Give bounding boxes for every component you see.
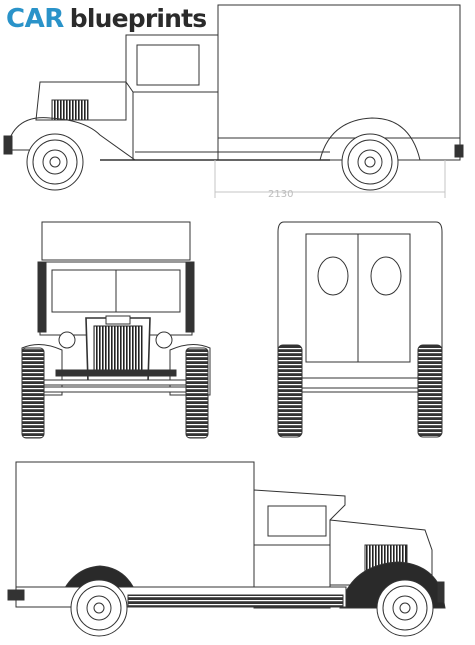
side-view-right (3, 4, 464, 198)
tire-left (21, 347, 45, 439)
dimension-label: 2130 (268, 189, 293, 200)
cab-window (136, 44, 200, 86)
cab-side (253, 489, 346, 609)
cargo-box-rear (277, 221, 443, 379)
cab-side-window (267, 505, 327, 537)
dimension-line (214, 160, 446, 198)
front-wheel (26, 133, 84, 191)
rear-view (277, 221, 443, 438)
brand-name-blueprints: blueprints (69, 4, 207, 33)
front-view (21, 221, 211, 439)
front-fender (9, 117, 136, 161)
cab (125, 34, 219, 161)
rear-fender (319, 117, 461, 161)
brand-name-car: CAR (6, 4, 64, 34)
headlight-right (155, 331, 173, 349)
rear-tire-right (417, 344, 443, 438)
rear-wheel-side (70, 579, 128, 637)
hood-louvers (51, 99, 89, 121)
rear-window-right (370, 256, 402, 296)
front-bumper (3, 135, 13, 155)
cargo-box-side (15, 461, 255, 588)
running-board (127, 594, 344, 608)
brand-logo: CAR blueprints (6, 4, 207, 34)
rear-tire-left (277, 344, 303, 438)
side-view-left (7, 461, 446, 637)
headlight-left (58, 331, 76, 349)
tire-right (185, 347, 209, 439)
rear-wheel (341, 133, 399, 191)
rear-window-left (317, 256, 349, 296)
cargo-box (217, 4, 461, 161)
radiator-grille (93, 325, 143, 377)
front-wheel-side (376, 579, 434, 637)
